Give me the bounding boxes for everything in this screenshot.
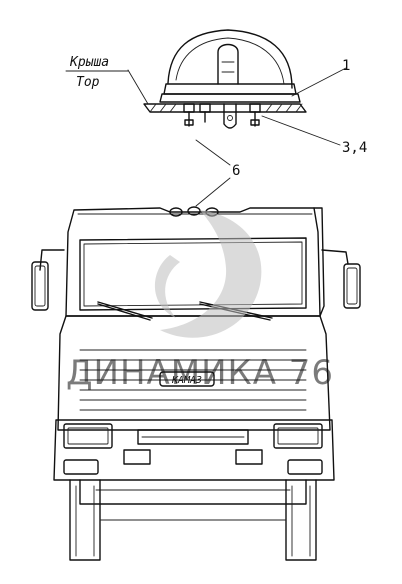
lamp-gasket — [159, 93, 301, 103]
roof-label-en: Top — [76, 75, 100, 90]
leader-1 — [291, 67, 347, 97]
roof-panel — [143, 103, 307, 113]
roof-panel-hatching — [149, 103, 303, 113]
lamp-connector — [223, 103, 237, 129]
watermark-text: ДИНАМИКА 76 — [66, 353, 334, 393]
mirror-right — [321, 249, 361, 309]
foglight-right — [287, 459, 323, 475]
wheel-right — [285, 479, 317, 561]
side-deflector — [313, 207, 325, 317]
foglight-left — [63, 459, 99, 475]
lamp-base — [163, 83, 297, 95]
bumper-grille — [137, 429, 249, 445]
callout-1: 1 — [342, 58, 350, 74]
front-panel — [57, 315, 331, 431]
tow-hook-right — [235, 449, 263, 465]
lamp-dome — [167, 29, 293, 89]
lower-frame — [79, 479, 307, 505]
lamp-bulb — [217, 43, 239, 85]
tow-hook-left — [123, 449, 151, 465]
leader-6 — [195, 139, 231, 166]
mirror-left — [31, 249, 65, 311]
leader-6-lower — [195, 177, 231, 207]
wheel-left — [69, 479, 101, 561]
watermark-swirl — [160, 210, 262, 338]
cab-outline — [65, 207, 321, 317]
windshield — [79, 237, 307, 311]
headlight-left — [63, 423, 113, 449]
leader-roof — [127, 69, 149, 105]
bumper — [53, 419, 335, 481]
leader-34 — [261, 115, 341, 146]
grille — [79, 349, 307, 411]
callout-6: 6 — [232, 163, 240, 179]
headlight-right — [273, 423, 323, 449]
roof-lamp-detail — [127, 29, 347, 207]
roof-label-ru: Крыша — [69, 55, 109, 70]
lamp-fasteners — [183, 103, 261, 129]
watermark: ДИНАМИКА 76 — [66, 210, 334, 393]
callout-3-4: 3,4 — [342, 140, 367, 156]
grille-badge-plate — [159, 371, 215, 387]
grille-badge: КАМАЗ — [171, 375, 202, 386]
lamp-dome-inner — [175, 37, 285, 85]
